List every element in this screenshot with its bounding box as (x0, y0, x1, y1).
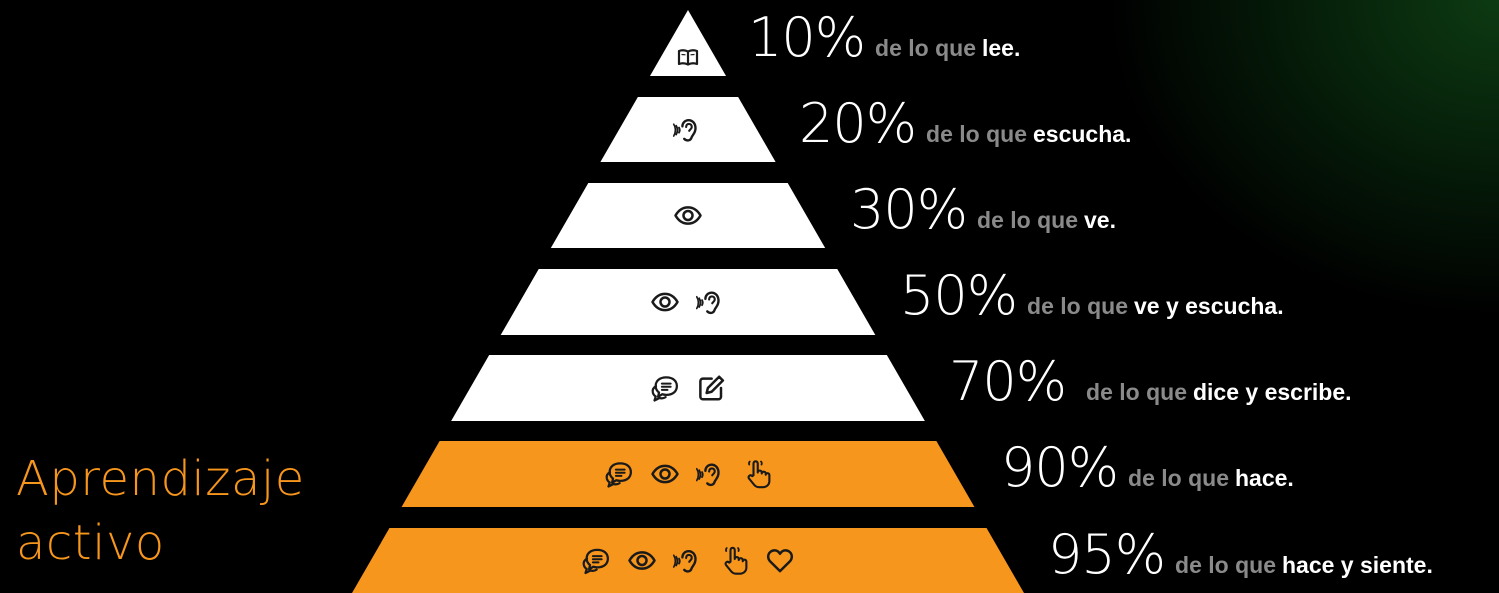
tier-activity: hace. (1234, 465, 1294, 491)
pyramid-tier-50 (500, 269, 876, 335)
edit-icon (699, 375, 725, 401)
hand-pointer-icon (724, 546, 748, 575)
heart-icon (766, 549, 794, 573)
tier-prefix: de lo que (926, 121, 1027, 147)
eye-icon (651, 464, 679, 484)
tier-activity: hace y siente. (1281, 552, 1433, 578)
pyramid-tier-30 (550, 183, 826, 248)
eye-icon (651, 292, 679, 312)
tier-activity: ve. (1083, 207, 1116, 233)
tier-percent: 50% (900, 264, 1018, 327)
tier-prefix: de lo que (977, 207, 1078, 233)
active-learning-title-line2: activo (16, 515, 165, 571)
pyramid-tier-90 (401, 441, 975, 507)
tier-shape (352, 528, 1024, 593)
active-learning-title-line1: Aprendizaje (16, 451, 305, 507)
tier-prefix: de lo que (1027, 293, 1128, 319)
tier-percent: 30% (850, 178, 968, 241)
tier-shape (451, 355, 925, 421)
chat-icon (605, 462, 632, 488)
tier-prefix: de lo que (1175, 552, 1276, 578)
tier-activity: escucha. (1032, 121, 1132, 147)
ear-icon (695, 463, 720, 487)
ear-icon (695, 291, 720, 315)
tier-shape (500, 269, 876, 335)
tier-activity: ve y escucha. (1133, 293, 1284, 319)
chat-icon (582, 548, 609, 575)
tier-shape (550, 183, 826, 248)
eye-icon (628, 551, 656, 570)
tier-activity: dice y escribe. (1192, 379, 1352, 405)
tier-shape (649, 10, 727, 76)
tier-percent: 95% (1048, 523, 1166, 586)
tier-percent: 10% (748, 6, 866, 69)
tier-prefix: de lo que (875, 35, 976, 61)
tier-shape (600, 97, 776, 162)
tier-prefix: de lo que (1128, 465, 1229, 491)
tier-shape (401, 441, 975, 507)
ear-icon (672, 118, 697, 142)
tier-percent: 90% (1001, 436, 1119, 499)
chat-icon (651, 376, 678, 402)
tier-percent: 70% (949, 350, 1067, 413)
active-learning-title: Aprendizaje activo (16, 447, 305, 575)
pyramid-tier-20 (600, 97, 776, 162)
tier-activity: lee. (981, 35, 1021, 61)
pyramid-tier-10 (649, 10, 727, 76)
tier-prefix: de lo que (1086, 379, 1187, 405)
tier-percent: 20% (799, 92, 917, 155)
pyramid-tier-70 (451, 355, 925, 421)
eye-icon (674, 206, 702, 225)
book-icon (677, 49, 699, 66)
ear-icon (672, 549, 697, 573)
hand-pointer-icon (747, 460, 771, 489)
pyramid-tier-95 (352, 528, 1024, 593)
